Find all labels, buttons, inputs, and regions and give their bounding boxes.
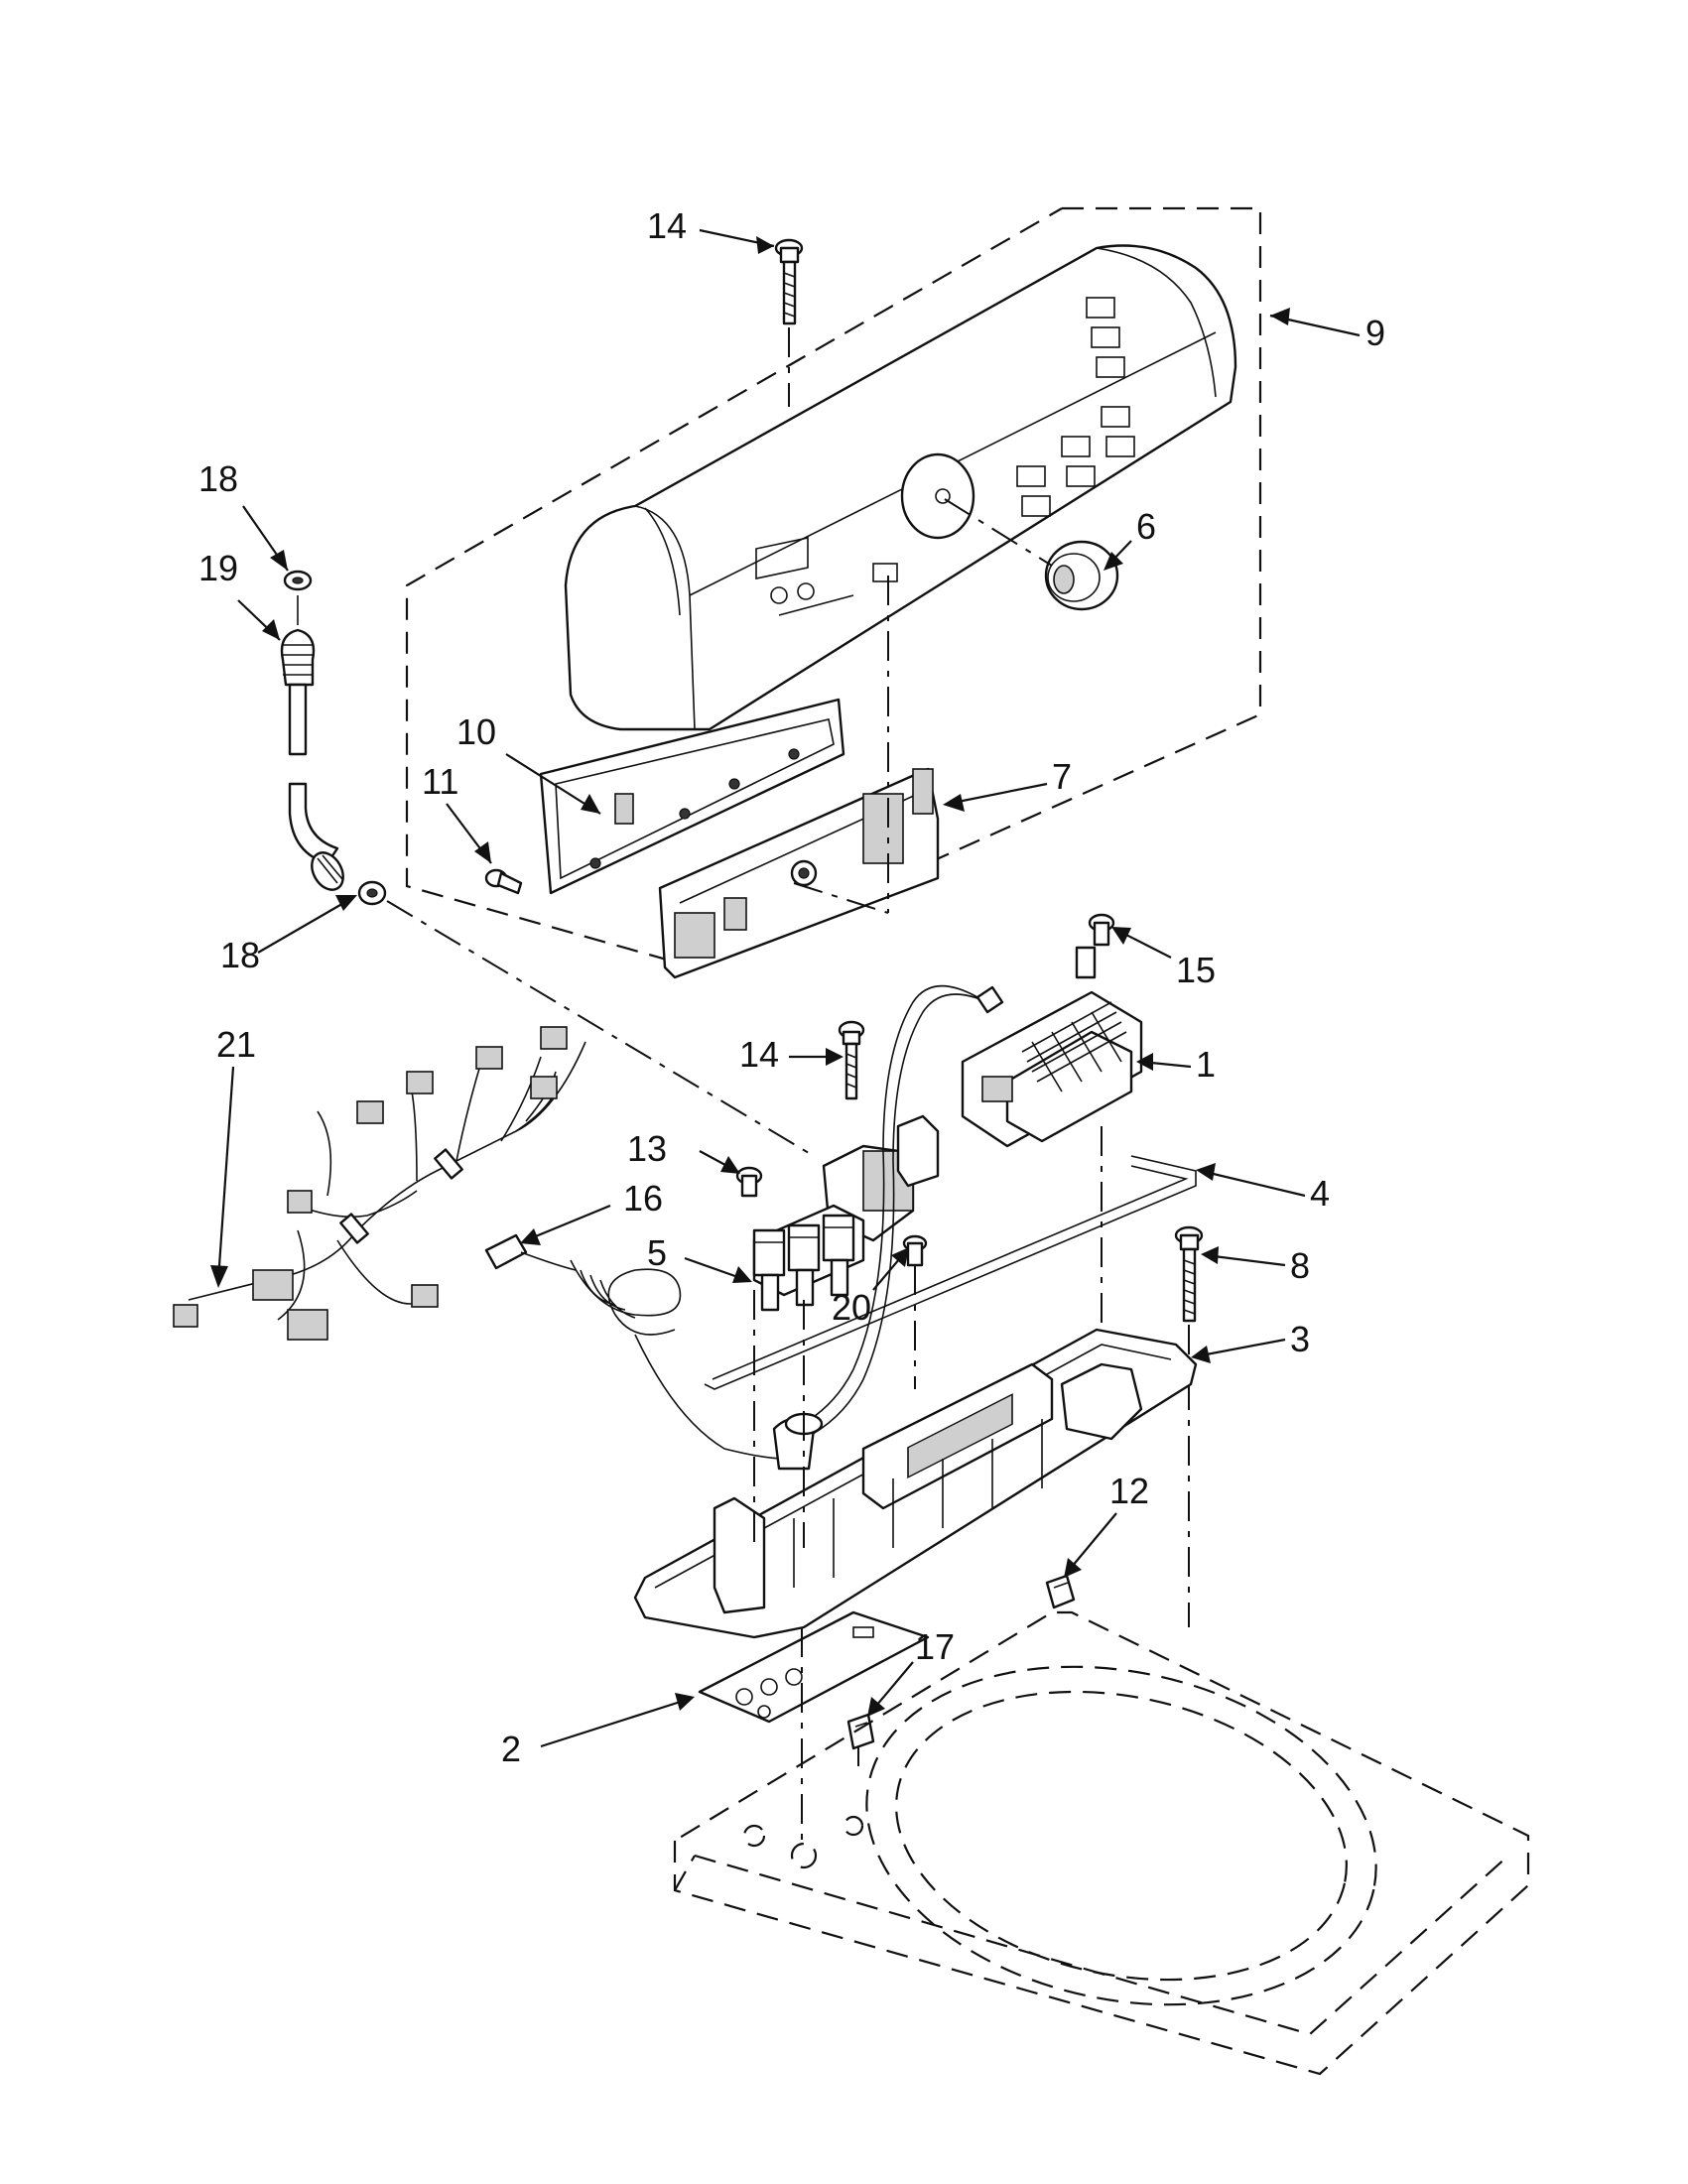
callout-14-lower: 14 (739, 1034, 779, 1075)
knob-part-6 (1044, 540, 1119, 611)
leader-21 (216, 1066, 235, 1281)
console-buttons (1016, 297, 1135, 517)
rod-part-4 (704, 1155, 1197, 1390)
leader-8 (1205, 1253, 1286, 1267)
callout-17: 17 (915, 1626, 955, 1667)
clip-part-17 (846, 1713, 875, 1750)
leader-2 (540, 1697, 691, 1748)
callout-12: 12 (1109, 1471, 1149, 1511)
callout-21: 21 (216, 1024, 256, 1065)
callout-13: 13 (627, 1128, 667, 1169)
screw-part-14-lower (838, 1020, 865, 1100)
callout-16: 16 (623, 1178, 663, 1219)
board-align-line (793, 882, 889, 914)
callout-14-top: 14 (647, 205, 687, 246)
leader-3 (1195, 1338, 1286, 1358)
callout-2: 2 (501, 1729, 521, 1769)
screw-part-11 (484, 868, 523, 895)
callout-18-top: 18 (198, 458, 238, 499)
callout-7: 7 (1052, 756, 1072, 797)
console-part-9 (564, 244, 1237, 731)
leader-12 (1066, 1512, 1117, 1574)
callout-15: 15 (1176, 950, 1216, 990)
callout-8: 8 (1290, 1245, 1310, 1286)
hose-connector-part-19 (280, 628, 344, 891)
screw-part-13 (735, 1166, 763, 1198)
washer-part-18-bottom (357, 880, 387, 906)
control-board-part-7 (658, 767, 940, 979)
callout-20: 20 (832, 1287, 871, 1328)
leader-arrows (210, 228, 1361, 1748)
screw-part-15 (1088, 913, 1115, 947)
leader-4 (1200, 1169, 1306, 1198)
callout-10: 10 (456, 711, 496, 752)
pressure-hose-part-16 (484, 1233, 785, 1460)
callout-6: 6 (1136, 506, 1156, 547)
screw-part-8 (1174, 1225, 1204, 1323)
heatsink-grid (1021, 1001, 1127, 1092)
screw-part-14-top (774, 238, 804, 325)
power-module-part-1 (961, 946, 1143, 1148)
callout-labels: 14 9 18 19 6 10 11 7 18 15 21 14 1 13 4 … (198, 205, 1385, 1769)
bracket-part-10 (539, 698, 845, 895)
callout-11: 11 (422, 761, 458, 802)
leader-7 (947, 782, 1048, 806)
callout-3: 3 (1290, 1319, 1310, 1359)
callout-4: 4 (1310, 1173, 1330, 1214)
callout-5: 5 (647, 1232, 667, 1273)
cabinet-top-phantom (673, 1610, 1530, 2076)
leader-18-bottom (257, 897, 353, 954)
wire-harness-part-21 (173, 1026, 586, 1341)
callout-9: 9 (1365, 313, 1385, 353)
hose-align-line (386, 900, 815, 1157)
water-valve-part-5 (752, 1114, 940, 1312)
leader-16 (525, 1204, 611, 1242)
callout-18-bottom: 18 (220, 935, 260, 975)
knob-axis-line (944, 498, 1053, 567)
callout-1: 1 (1196, 1044, 1216, 1085)
washer-part-18-top (283, 570, 313, 591)
callout-19: 19 (198, 548, 238, 588)
clip-part-12 (1045, 1574, 1076, 1609)
